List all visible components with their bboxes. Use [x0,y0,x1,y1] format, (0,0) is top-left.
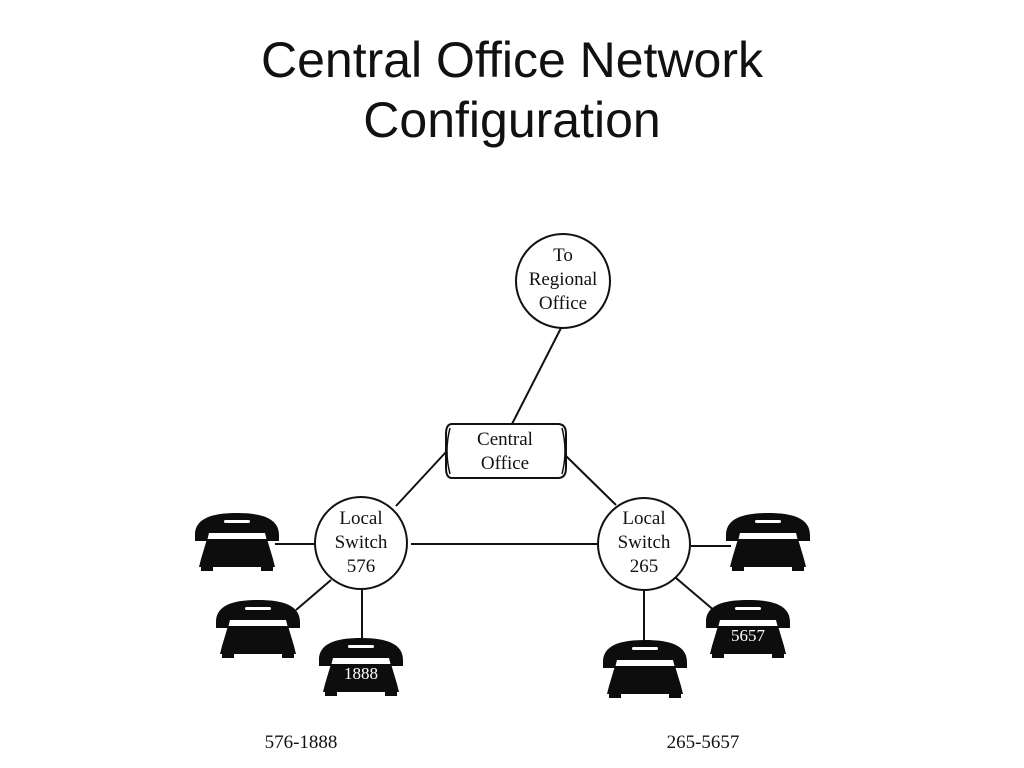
phone-icon [726,513,810,571]
slide-title-line2: Configuration [363,92,661,148]
link-central-to-switch-576 [395,451,447,507]
switch-265-label-line2: Switch [618,532,671,553]
switch-576-label-line3: 576 [347,556,376,577]
switch-265-label-line3: 265 [630,556,659,577]
link-576-to-phone-left-middle [295,579,332,611]
local-switch-265-node: Local Switch 265 [597,497,691,591]
phone-number-1888: 1888 [344,664,378,683]
central-office-label-line1: Central [477,429,533,450]
regional-office-label-line2: Regional [529,269,598,290]
phone-icon [195,513,279,571]
link-central-to-regional [511,327,562,425]
phone-icon [603,640,687,698]
regional-office-label-line1: To [553,245,573,266]
phone-icon: 1888 [319,638,403,696]
regional-office-node: To Regional Office [515,233,611,329]
central-office-node: Central Office [445,423,567,479]
regional-office-label-line3: Office [539,293,587,314]
phone-icon [216,600,300,658]
local-switch-576-node: Local Switch 576 [314,496,408,590]
switch-576-label-line1: Local [339,508,382,529]
central-office-label-line2: Office [481,453,529,474]
caption-576-1888: 576-1888 [265,732,338,753]
link-265-to-phone-right-lower [675,577,717,613]
link-central-to-switch-265 [565,455,617,506]
phone-icon: 5657 [706,600,790,658]
slide-title-line1: Central Office Network [260,32,764,88]
switch-265-label-line1: Local [622,508,665,529]
switch-576-label-line2: Switch [335,532,388,553]
caption-265-5657: 265-5657 [667,732,740,753]
slide-title: Central Office Network Configuration [0,30,1024,150]
phone-number-5657: 5657 [731,626,766,645]
connections [275,327,731,646]
